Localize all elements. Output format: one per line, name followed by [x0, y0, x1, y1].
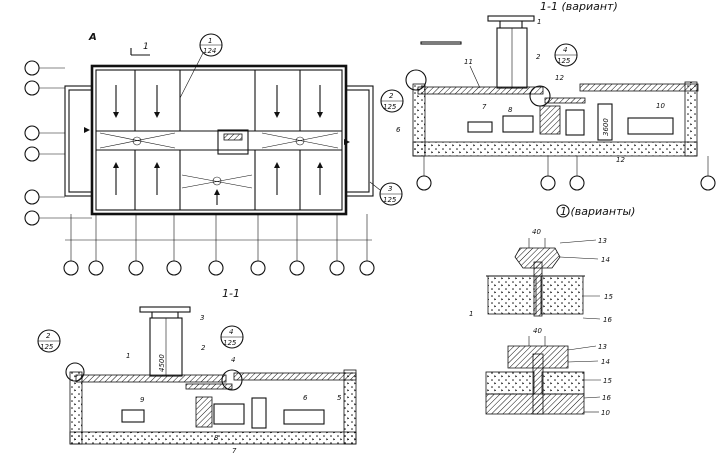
main-num-1: 1 [126, 352, 130, 360]
variant-height: 3600 [602, 118, 610, 136]
plan-callout-top-sheet: 124 [203, 47, 216, 55]
main-num-5: 5 [337, 394, 342, 402]
main-callout-left-num: 2 [46, 332, 51, 340]
variant-callout-left-sheet: 125 [383, 103, 397, 111]
main-callout-right-sheet: 125 [223, 339, 237, 347]
plan-callout-right-sheet: 125 [383, 196, 397, 204]
variant-num-6: 7 [482, 103, 487, 111]
detail-bottom-slab-right [541, 371, 585, 395]
detail-bottom-num-15: 15 [603, 377, 612, 385]
variant-num-11: 12 [555, 74, 564, 82]
section-main: 1-1 4500 2 125 4 125 1 2 3 4 5 [37, 287, 357, 455]
section-variant: 1-1 (вариант) 3600 2 125 4 125 [380, 0, 716, 191]
main-num-3: 3 [200, 314, 204, 322]
variant-roof-right [579, 83, 699, 92]
main-callout-left-sheet: 125 [40, 343, 54, 351]
main-height: 4500 [158, 354, 166, 372]
variant-floor [412, 141, 698, 157]
main-num-7: 7 [232, 447, 237, 455]
variant-unit [539, 105, 561, 135]
main-roof-right [233, 372, 357, 381]
variant-callout-right-sheet: 125 [557, 57, 571, 65]
main-num-2: 2 [201, 344, 206, 352]
plan-left-grid-axes [24, 60, 92, 226]
variant-num-3: 1 [537, 18, 541, 26]
variant-num-2: 2 [536, 53, 541, 61]
variant-grid-axes [416, 156, 716, 191]
detail-bottom-num-16: 16 [602, 394, 611, 402]
main-num-8: 8 [214, 434, 219, 442]
detail-bottom-num-13: 13 [598, 343, 607, 351]
plan-section-mark: 1 [143, 42, 149, 52]
main-unit [195, 396, 213, 428]
plan-bottom-grid-axes [63, 214, 375, 276]
plan-title: А [88, 32, 97, 43]
detail-top-slab-right [540, 275, 584, 315]
plan-central-shaft [217, 129, 249, 155]
variant-num-7: 8 [508, 106, 513, 114]
detail-dim-bottom: 40 [533, 327, 542, 335]
detail-bottom-slab-left [485, 371, 535, 395]
plan-flow-arrows [84, 85, 350, 205]
main-num-6: 6 [303, 394, 308, 402]
main-num-4: 4 [231, 356, 235, 364]
building-plan: А 1 [24, 32, 403, 276]
detail-title: 1 (варианты) [560, 205, 635, 218]
variant-num-10: 11 [464, 58, 473, 66]
plan-outer-wall [90, 64, 348, 216]
detail-left-label: 1 [469, 310, 473, 318]
main-num-9: 9 [140, 396, 145, 404]
detail-top-num-16: 16 [603, 316, 612, 324]
detail-top-num-15: 15 [604, 293, 613, 301]
detail-dim-top: 40 [532, 228, 541, 236]
joint-detail: 1 (варианты) 40 13 14 15 16 1 40 13 14 1… [469, 204, 635, 417]
variant-num-5: 6 [396, 126, 401, 134]
plan-callout-top-num: 1 [208, 37, 212, 45]
variant-title: 1-1 (вариант) [540, 0, 618, 13]
main-floor [69, 431, 357, 445]
variant-callout-left-num: 2 [389, 92, 394, 100]
main-title: 1-1 [222, 287, 240, 300]
variant-callout-right-num: 4 [563, 46, 567, 54]
detail-top-num-14: 14 [601, 256, 610, 264]
detail-bottom-num-10: 10 [601, 409, 610, 417]
detail-bottom-num-14: 14 [601, 358, 610, 366]
plan-callout-right-num: 3 [388, 185, 392, 193]
detail-top-num-13: 13 [598, 237, 607, 245]
variant-num-12: 12 [616, 156, 625, 164]
main-callout-right-num: 4 [229, 328, 233, 336]
variant-num-8: 10 [656, 102, 665, 110]
detail-top-slab-left [487, 275, 537, 315]
